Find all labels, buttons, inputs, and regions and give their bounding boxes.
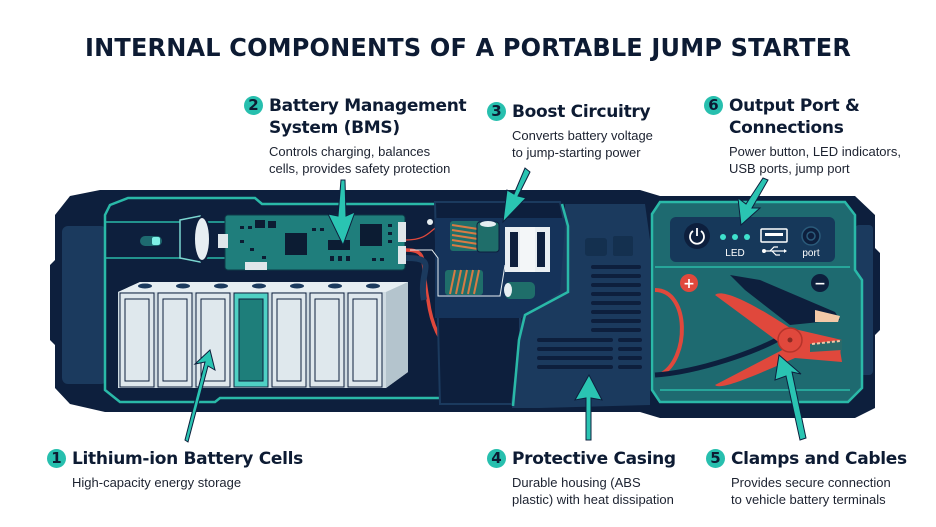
boost-circuitry xyxy=(410,219,550,299)
callout-description: Converts battery voltage to jump-startin… xyxy=(512,127,653,161)
callout-title: Battery Management System (BMS) xyxy=(269,95,467,139)
callout-clamps-cables: 5 Clamps and Cables Provides secure conn… xyxy=(706,448,907,508)
callout-battery-cells: 1 Lithium-ion Battery Cells High-capacit… xyxy=(47,448,303,491)
battery-cell-label-area xyxy=(352,298,378,382)
callout-number-badge: 4 xyxy=(487,449,506,468)
vent-slot xyxy=(618,338,642,342)
battery-cell-label-area xyxy=(314,298,340,382)
callout-number-badge: 5 xyxy=(706,449,725,468)
arrow-1 xyxy=(184,349,216,443)
callout-description-line: USB ports, jump port xyxy=(729,161,850,176)
callout-bms: 2 Battery Management System (BMS) Contro… xyxy=(244,95,467,177)
vent-slot xyxy=(537,338,613,342)
arrow-3 xyxy=(502,167,531,224)
callout-output-ports: 6 Output Port & Connections Power button… xyxy=(704,95,901,177)
callout-description-line: to vehicle battery terminals xyxy=(731,492,886,507)
battery-terminal-cap xyxy=(290,283,304,289)
vent-slot xyxy=(591,301,641,305)
callout-title-line: Connections xyxy=(729,118,844,138)
callout-title: Protective Casing xyxy=(512,449,676,469)
vent-slot xyxy=(591,328,641,332)
callout-number-badge: 3 xyxy=(487,102,506,121)
callout-description-line: to jump-starting power xyxy=(512,145,641,160)
bms-circuit-board xyxy=(218,214,406,271)
callout-title: Lithium-ion Battery Cells xyxy=(72,449,303,469)
vent-slot xyxy=(537,356,613,360)
negative-terminal-icon xyxy=(811,274,829,292)
battery-cells xyxy=(118,282,408,388)
callout-number-badge: 6 xyxy=(704,96,723,115)
vent-slot xyxy=(591,283,641,287)
led-label: LED xyxy=(725,248,744,259)
battery-terminal-cap xyxy=(176,283,190,289)
vent-slot xyxy=(591,274,641,278)
battery-terminal-cap xyxy=(138,283,152,289)
callout-title-line: Output Port & xyxy=(729,96,860,116)
flashlight-icon xyxy=(140,215,211,263)
dc-port-icon[interactable] xyxy=(801,226,821,246)
battery-cell-label-area xyxy=(162,298,188,382)
battery-terminal-cap xyxy=(252,283,266,289)
red-clamp[interactable] xyxy=(715,293,842,387)
callout-description-line: Power button, LED indicators, xyxy=(729,144,901,159)
vent-slot xyxy=(537,365,613,369)
vent-slot xyxy=(618,356,642,360)
negative-sign: − xyxy=(814,276,826,292)
arrow-5 xyxy=(774,354,807,441)
callout-number-badge: 2 xyxy=(244,96,263,115)
callout-arrows xyxy=(184,167,807,443)
callout-description: High-capacity energy storage xyxy=(72,475,242,490)
callout-description-line: Provides secure connection xyxy=(731,475,891,490)
battery-terminal-cap xyxy=(366,283,380,289)
callout-title-line: System (BMS) xyxy=(269,118,400,138)
led-indicator-icon xyxy=(720,234,750,240)
vent-slot xyxy=(618,365,642,369)
callout-description-line: plastic) with heat dissipation xyxy=(512,492,674,507)
callout-description-line: Controls charging, balances xyxy=(269,144,431,159)
callout-description: Power button, LED indicators, USB ports,… xyxy=(729,143,901,177)
vent-slot xyxy=(537,347,613,351)
battery-cell-label-area xyxy=(276,298,302,382)
battery-terminal-cap xyxy=(328,283,342,289)
arrow-6 xyxy=(737,177,769,227)
usb-symbol-icon xyxy=(762,246,787,256)
battery-cell-label-area xyxy=(238,298,264,382)
arrow-2 xyxy=(327,179,356,247)
callout-title: Boost Circuitry xyxy=(512,102,651,122)
vent-slot xyxy=(618,347,642,351)
black-clamp xyxy=(730,275,840,325)
port-panel xyxy=(670,217,835,262)
callout-title: Clamps and Cables xyxy=(731,449,907,469)
callout-description-line: Durable housing (ABS xyxy=(512,475,641,490)
callout-title-line: Battery Management xyxy=(269,96,467,116)
battery-cell-label-area xyxy=(124,298,150,382)
page-title: INTERNAL COMPONENTS OF A PORTABLE JUMP S… xyxy=(84,33,852,62)
callout-description: Durable housing (ABS plastic) with heat … xyxy=(512,474,676,508)
power-button[interactable] xyxy=(684,223,710,249)
vent-slot xyxy=(591,265,641,269)
callout-boost-circuitry: 3 Boost Circuitry Converts battery volta… xyxy=(487,101,653,161)
callout-title: Output Port & Connections xyxy=(729,95,860,139)
vent-slot xyxy=(591,292,641,296)
callout-protective-casing: 4 Protective Casing Durable housing (ABS… xyxy=(487,448,676,508)
positive-sign: + xyxy=(683,276,695,292)
power-icon xyxy=(689,230,705,245)
callout-description-line: cells, provides safety protection xyxy=(269,161,451,176)
callout-description: Controls charging, balances cells, provi… xyxy=(269,143,466,177)
vent-slots xyxy=(537,265,642,369)
battery-terminal-cap xyxy=(214,283,228,289)
callout-description-line: Converts battery voltage xyxy=(512,128,653,143)
vent-slot xyxy=(591,310,641,314)
callout-number-badge: 1 xyxy=(47,449,66,468)
positive-terminal-icon xyxy=(680,274,698,292)
left-grip xyxy=(62,226,107,384)
arrow-4 xyxy=(574,373,603,441)
vent-slot xyxy=(591,319,641,323)
usb-port-icon[interactable] xyxy=(760,228,788,243)
port-label: port xyxy=(802,248,819,259)
callout-description: Provides secure connection to vehicle ba… xyxy=(731,474,907,508)
